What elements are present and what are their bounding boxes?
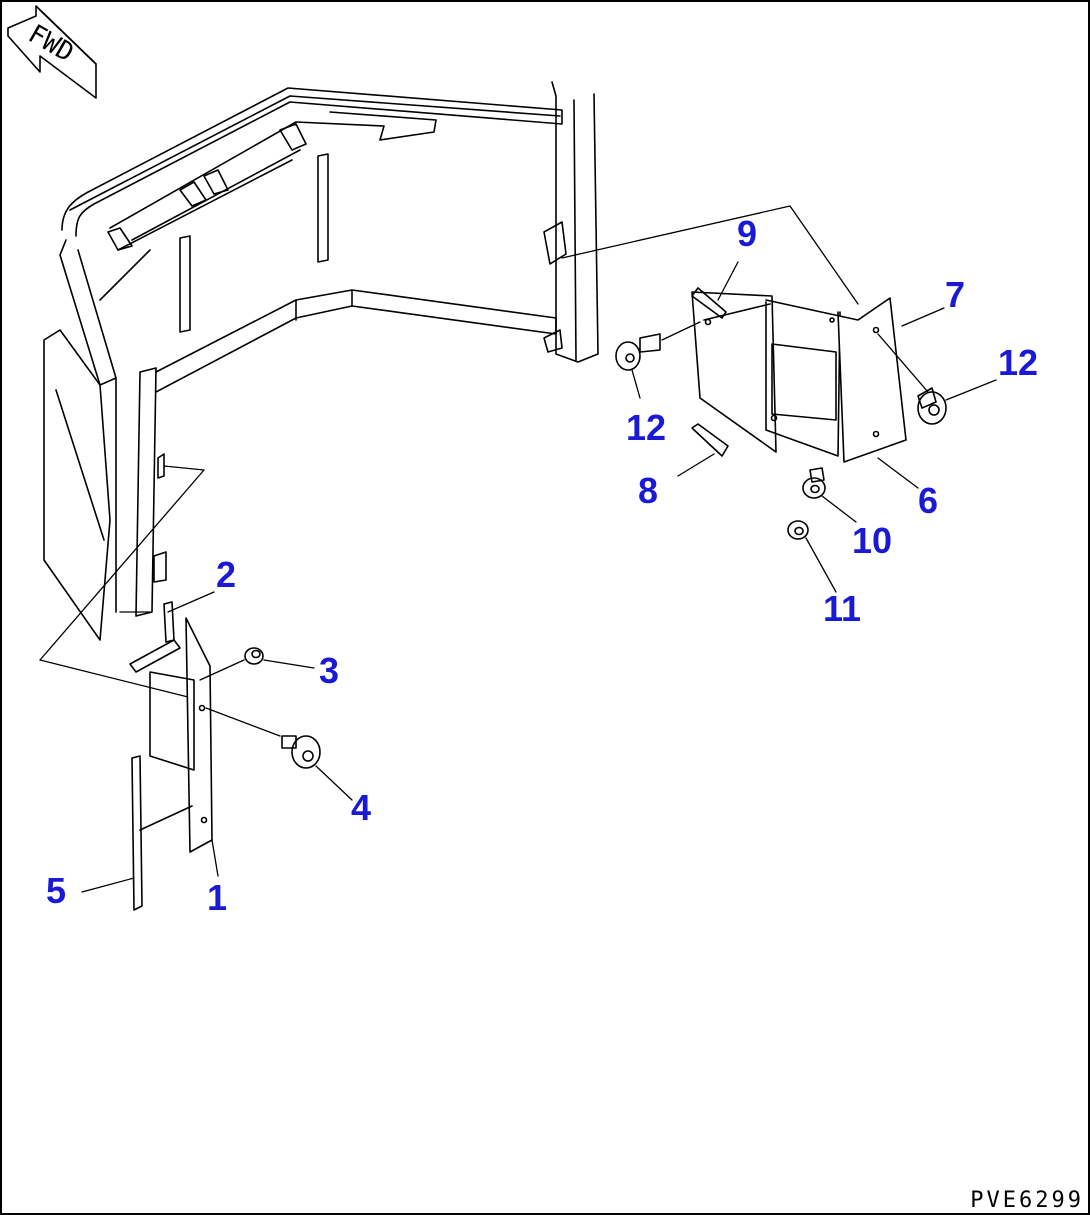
drawing-code: PVE6299 [970, 1188, 1084, 1213]
callout-8: 8 [638, 470, 659, 511]
part-6-cover [691, 291, 841, 457]
callout-10: 10 [852, 520, 893, 561]
callout-2: 2 [216, 554, 237, 595]
part-1-plate [139, 617, 281, 877]
callout-4: 4 [351, 787, 372, 828]
callout-9: 9 [737, 213, 758, 254]
callout-1: 1 [207, 877, 228, 918]
fwd-arrow: FWD [7, 5, 97, 99]
part-12-bolt-right [877, 333, 997, 425]
part-12-bolt-left [615, 321, 701, 399]
cab-frame [39, 81, 599, 701]
fwd-label: FWD [23, 19, 79, 68]
part-11-nut [787, 520, 837, 593]
part-8-seal [677, 423, 729, 477]
part-2-strip [129, 591, 215, 673]
callout-12-left: 12 [626, 407, 667, 448]
callout-5: 5 [46, 870, 67, 911]
part-3-nut [244, 647, 315, 669]
callout-6: 6 [918, 480, 939, 521]
part-4-bolt [281, 735, 353, 801]
callout-7: 7 [945, 274, 966, 315]
part-7-cover [765, 297, 945, 489]
part-5-strip [81, 755, 143, 911]
callout-3: 3 [319, 650, 340, 691]
callout-11: 11 [823, 588, 862, 629]
part-9-seal [561, 205, 859, 319]
part-10-bolt [802, 467, 857, 523]
callout-12-right: 12 [998, 342, 1039, 383]
